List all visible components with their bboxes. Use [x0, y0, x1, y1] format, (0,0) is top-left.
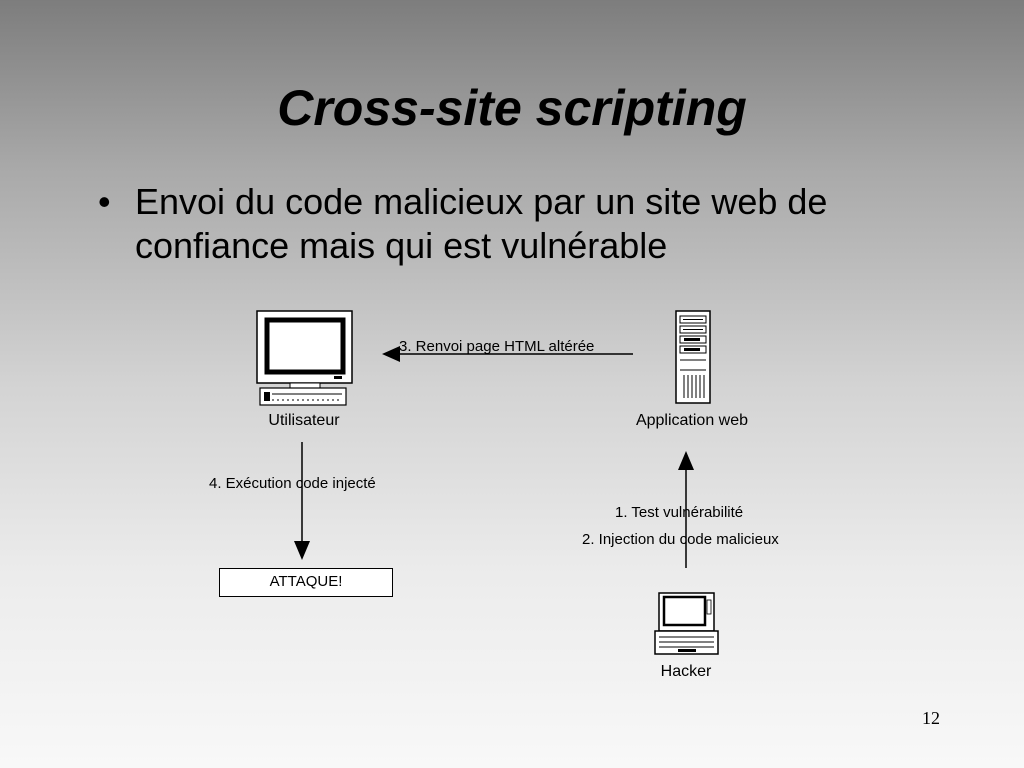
server-tower-icon: [675, 310, 711, 404]
node-label-application-web: Application web: [635, 412, 749, 429]
edge-label-step1: 1. Test vulnérabilité: [615, 504, 744, 521]
edge-label-step3: 3. Renvoi page HTML altérée: [399, 338, 595, 355]
page-number: 12: [922, 708, 940, 728]
edge-test-injection: [678, 451, 694, 568]
edge-renvoi-page: [382, 346, 633, 362]
attack-box: ATTAQUE!: [219, 568, 393, 597]
slide-title: Cross-site scripting: [277, 80, 747, 136]
node-label-utilisateur: Utilisateur: [268, 412, 340, 429]
edge-execution-code: [294, 442, 310, 560]
bullet-text: Envoi du code malicieux par un site web …: [135, 181, 828, 266]
laptop-icon: [654, 592, 719, 655]
desktop-computer-icon: [256, 310, 353, 406]
edge-label-step2: 2. Injection du code malicieux: [582, 531, 779, 548]
edge-label-step4: 4. Exécution code injecté: [209, 475, 376, 492]
node-label-hacker: Hacker: [660, 663, 712, 680]
bullet-marker: •: [98, 181, 111, 222]
